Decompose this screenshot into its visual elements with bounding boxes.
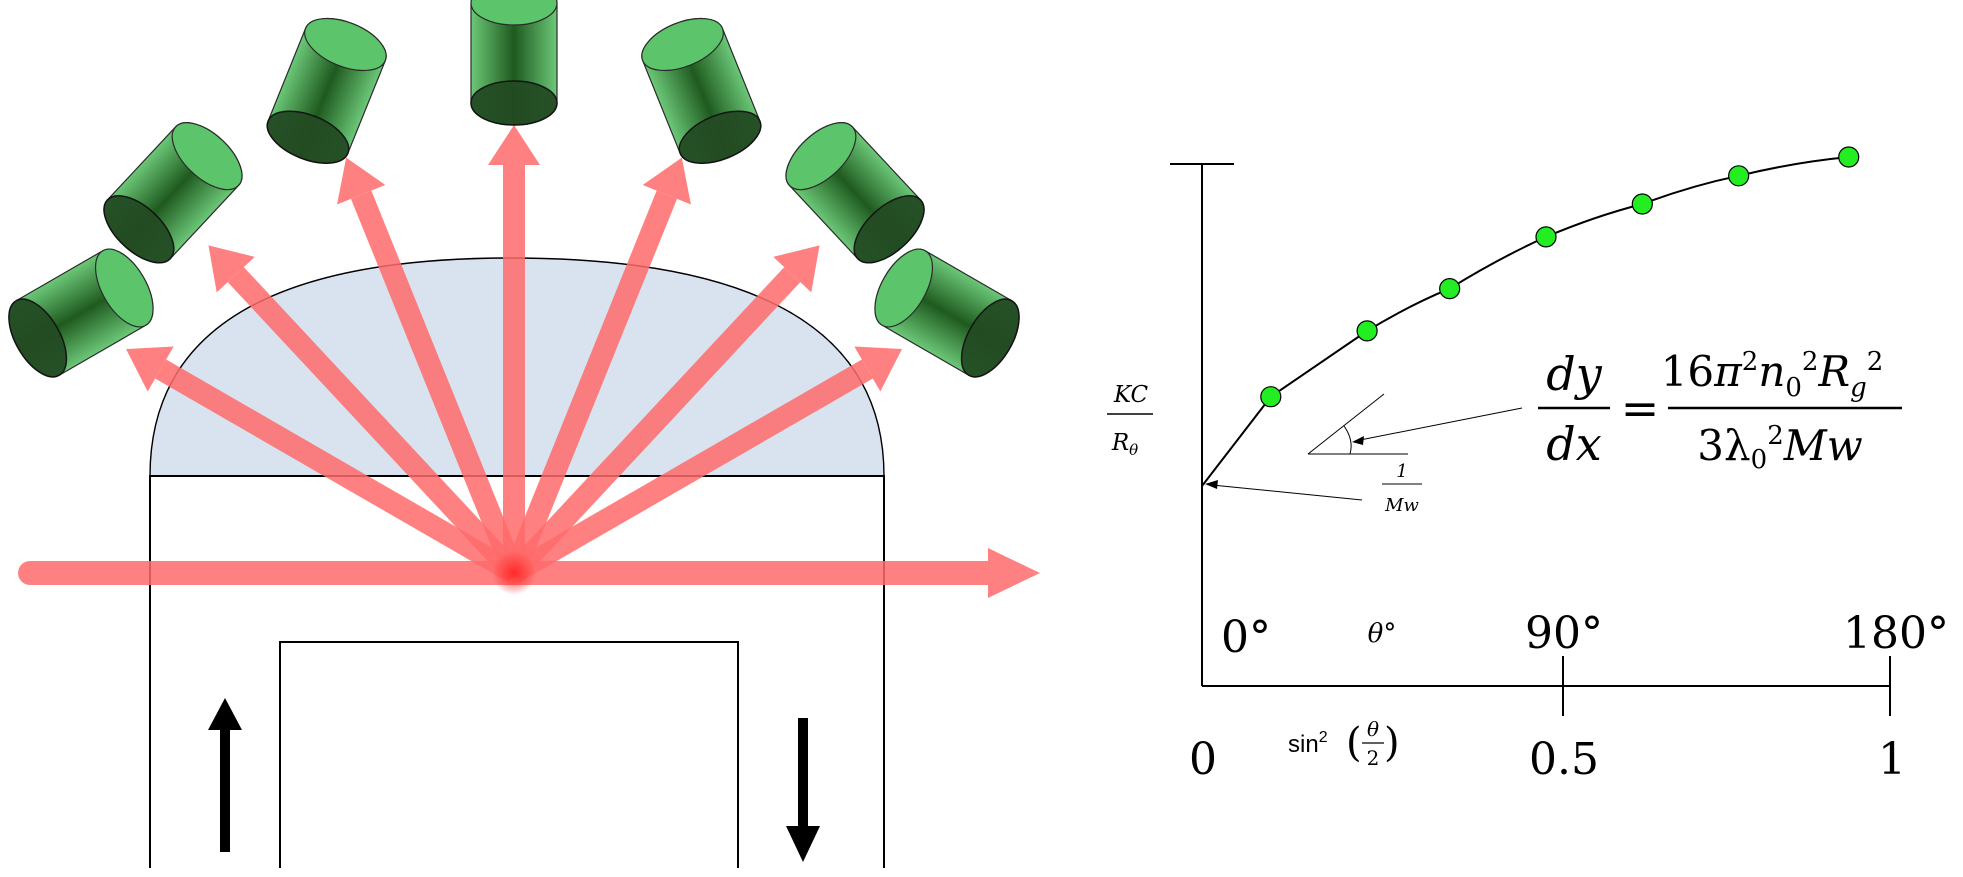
instrument-schematic (8, 0, 1040, 868)
sin-tick-half: 0.5 (1529, 734, 1599, 785)
angle-axis-symbol: θ° (1368, 619, 1397, 649)
scattered-ray (488, 125, 540, 573)
equation-rhs-bottom: 3λ02Mw (1697, 421, 1862, 475)
intercept-numerator: 1 (1396, 461, 1407, 482)
green-cylinder-detector-icon (785, 122, 925, 264)
data-points (1260, 146, 1860, 408)
sin-label-paren-close: ) (1384, 720, 1400, 766)
data-point (1728, 165, 1750, 187)
sin-label-frac-top: θ (1367, 717, 1379, 741)
sin-label-prefix: sin2 (1288, 729, 1328, 758)
data-point (1838, 146, 1860, 168)
zimm-plot: KC Rθ 1 Mw dy dx = 16π2n02Rg2 3λ02Mw 0° … (1107, 146, 1949, 785)
equation-lhs-top: dy (1546, 347, 1602, 401)
sin-tick-0: 0 (1189, 734, 1217, 785)
y-label-denominator: Rθ (1111, 430, 1138, 459)
intercept-pointer (1205, 480, 1363, 501)
sin-axis-label: sin2 ( θ 2 ) (1288, 717, 1400, 770)
angle-tick-90: 90° (1525, 608, 1603, 659)
scattered-ray (503, 157, 691, 578)
intercept-denominator: Mw (1384, 495, 1419, 516)
arrow-up-icon (208, 698, 242, 852)
green-cylinder-detector-icon (266, 17, 387, 164)
scattered-ray (505, 245, 820, 581)
data-point (1535, 226, 1557, 248)
sin-label-frac-bottom: 2 (1367, 746, 1380, 770)
slope-indicator (1307, 393, 1523, 455)
green-cylinder-detector-icon (641, 17, 762, 164)
equation-lhs-bottom: dx (1546, 417, 1601, 471)
scattering-spot (492, 551, 536, 595)
data-point (1260, 386, 1282, 408)
scattered-ray (208, 245, 523, 581)
equation-rhs-top: 16π2n02Rg2 (1661, 347, 1884, 403)
angle-tick-180: 180° (1843, 608, 1949, 659)
equation-equals: = (1621, 381, 1660, 435)
fit-curve (1201, 156, 1849, 487)
slope-equation: dy dx = 16π2n02Rg2 3λ02Mw (1538, 347, 1902, 475)
sin-tick-one: 1 (1878, 734, 1906, 785)
flow-cell-inner (279, 641, 739, 868)
green-cylinder-detector-icon (470, 0, 558, 126)
green-cylinder-detector-icon (8, 248, 154, 378)
data-point (1356, 320, 1378, 342)
sin-label-paren-open: ( (1346, 720, 1362, 766)
arrow-down-icon (786, 718, 820, 862)
data-point (1631, 193, 1653, 215)
y-axis-label: KC Rθ (1107, 382, 1153, 459)
intercept-label: 1 Mw (1382, 461, 1422, 516)
green-cylinder-detector-icon (874, 248, 1020, 378)
scattered-ray (337, 157, 525, 578)
data-point (1439, 278, 1461, 300)
detector-array (8, 0, 1020, 378)
scattered-ray (126, 346, 520, 583)
y-label-numerator: KC (1113, 382, 1149, 408)
green-cylinder-detector-icon (103, 122, 243, 264)
angle-tick-0: 0° (1221, 612, 1271, 663)
scattered-ray (508, 346, 902, 583)
